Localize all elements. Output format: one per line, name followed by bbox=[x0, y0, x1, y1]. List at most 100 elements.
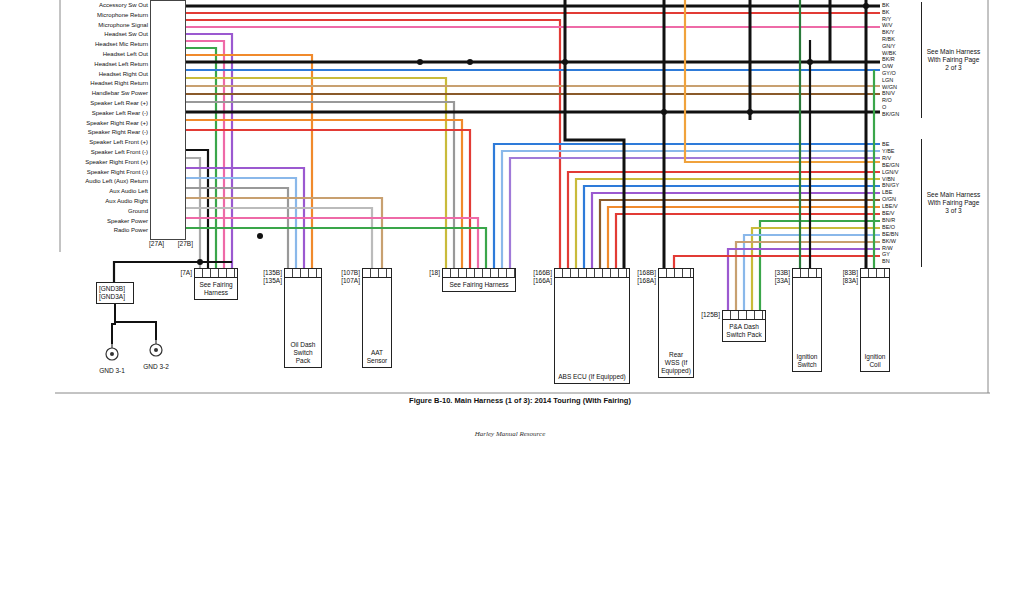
connector-ids: [27A][27B] bbox=[149, 240, 193, 247]
wire-color-code: BK bbox=[882, 9, 889, 15]
component-name: ABS ECU (If Equipped) bbox=[555, 370, 629, 383]
circuit-name: Handlebar Sw Power bbox=[62, 89, 148, 97]
wire-color-code: BE/BN bbox=[882, 231, 899, 237]
circuit-name: Headset Left Out bbox=[62, 50, 148, 58]
connector-housing: [33B][33A]Ignition Switch bbox=[792, 268, 822, 372]
wire-color-code: BN/R bbox=[882, 217, 895, 223]
ground-connector: [GND3B][GND3A] bbox=[96, 282, 134, 304]
wire-color-code: O/GN bbox=[882, 196, 896, 202]
harness-bracket: See Main Harness With Fairing Page 3 of … bbox=[921, 139, 985, 267]
pin-strip bbox=[723, 311, 765, 320]
circuit-name: Speaker Left Rear (-) bbox=[62, 109, 148, 117]
connector-housing: [83B][83A]Ignition Coil bbox=[860, 268, 890, 372]
circuit-name: Headset Sw Out bbox=[62, 30, 148, 38]
wire-color-code: R/BK bbox=[882, 36, 895, 42]
wire-color-code: BK/Y bbox=[882, 29, 895, 35]
wire-color-code: R/W bbox=[882, 245, 893, 251]
pin-strip bbox=[659, 269, 693, 278]
circuit-name: Speaker Right Rear (-) bbox=[62, 128, 148, 136]
harness-bracket: See Main Harness With Fairing Page 2 of … bbox=[921, 2, 985, 118]
connector-id: [168B] bbox=[637, 269, 656, 276]
wire-color-code: R/V bbox=[882, 155, 891, 161]
connector-id: [33A] bbox=[775, 277, 790, 284]
connector-housing: [166B][166A]ABS ECU (If Equipped) bbox=[554, 268, 630, 384]
wire-color-code: BE/O bbox=[882, 224, 895, 230]
pin-strip bbox=[861, 269, 889, 278]
connector-housing: [7A]See Fairing Harness bbox=[194, 268, 238, 300]
circuit-name: Speaker Left Rear (+) bbox=[62, 99, 148, 107]
wire-color-code: BE bbox=[882, 141, 889, 147]
connector-id: [83A] bbox=[843, 277, 858, 284]
ground-point: GND 3-1 bbox=[92, 344, 132, 374]
wire-color-code: LGN/V bbox=[882, 169, 899, 175]
wire-color-code: LBE bbox=[882, 189, 892, 195]
ground-symbol bbox=[136, 340, 176, 360]
wire-color-code: BK bbox=[882, 2, 889, 8]
connector-column: [27A][27B] bbox=[150, 0, 186, 240]
circuit-name: Aux Audio Left bbox=[62, 187, 148, 195]
connector-id: [7A] bbox=[180, 269, 192, 276]
figure-caption: Figure B-10. Main Harness (1 of 3): 2014… bbox=[300, 396, 740, 405]
wire-color-code: GY bbox=[882, 251, 890, 257]
connector-id: [166B] bbox=[533, 269, 552, 276]
connector-id: [GND3B] bbox=[99, 285, 131, 293]
ground-label: GND 3-2 bbox=[136, 363, 176, 370]
circuit-name: Headset Right Out bbox=[62, 70, 148, 78]
component-name: Ignition Switch bbox=[793, 350, 821, 371]
circuit-name: Headset Right Return bbox=[62, 79, 148, 87]
connector-id: [135B] bbox=[263, 269, 282, 276]
circuit-name: Speaker Right Rear (+) bbox=[62, 119, 148, 127]
ground-wire bbox=[115, 304, 156, 340]
connector-housing: [18]See Fairing Harness bbox=[442, 268, 516, 292]
connector-id: [125B] bbox=[701, 311, 720, 318]
page-reference: See Main Harness With Fairing Page 2 of … bbox=[925, 48, 982, 72]
connector-id: [33B] bbox=[775, 269, 790, 276]
page-reference: See Main Harness With Fairing Page 3 of … bbox=[925, 191, 982, 215]
wire-color-code: O/W bbox=[882, 63, 893, 69]
connector-id: [107B] bbox=[341, 269, 360, 276]
pin-strip bbox=[443, 269, 515, 278]
connector-housing: [107B][107A]AAT Sensor bbox=[362, 268, 392, 368]
pin-strip bbox=[555, 269, 629, 278]
connector-housing: [135B][135A]Oil Dash Switch Pack bbox=[284, 268, 322, 368]
wire-color-code: V/BN bbox=[882, 176, 895, 182]
circuit-name: Radio Power bbox=[62, 226, 148, 234]
circuit-name: Microphone Return bbox=[62, 11, 148, 19]
connector-id: [18] bbox=[429, 269, 440, 276]
component-name: Rear WSS (If Equipped) bbox=[659, 348, 693, 377]
component-name: Oil Dash Switch Pack bbox=[285, 338, 321, 367]
wire-color-code: BN/GY bbox=[882, 182, 899, 188]
wire-color-code: BK/GN bbox=[882, 111, 899, 117]
component-name: See Fairing Harness bbox=[443, 278, 515, 291]
component-name: Ignition Coil bbox=[861, 350, 889, 371]
ground-point: GND 3-2 bbox=[136, 340, 176, 370]
component-name: See Fairing Harness bbox=[195, 278, 237, 299]
wire-color-code: BK/R bbox=[882, 56, 895, 62]
wire-color-code: BN/V bbox=[882, 90, 895, 96]
wire-color-code: LBE/V bbox=[882, 203, 898, 209]
connector-id: [GND3A] bbox=[99, 293, 131, 301]
wire-color-code: BK/W bbox=[882, 238, 896, 244]
ground-label: GND 3-1 bbox=[92, 367, 132, 374]
ground-symbol bbox=[92, 344, 132, 364]
circuit-name: Headset Left Return bbox=[62, 60, 148, 68]
connector-id: [83B] bbox=[843, 269, 858, 276]
connector-id: [135A] bbox=[263, 277, 282, 284]
wire-color-code: BE/GN bbox=[882, 162, 899, 168]
circuit-name: Microphone Signal bbox=[62, 21, 148, 29]
wire-color-code: R/Y bbox=[882, 16, 891, 22]
wire-color-code: R/O bbox=[882, 97, 892, 103]
watermark: Harley Manual Resource bbox=[440, 430, 580, 438]
circuit-name: Speaker Left Front (+) bbox=[62, 138, 148, 146]
connector-id: [168A] bbox=[637, 277, 656, 284]
wire-color-code: LGN bbox=[882, 77, 893, 83]
circuit-name: Audio Left (Aux) Return bbox=[62, 177, 148, 185]
wire-color-code: W/BK bbox=[882, 50, 896, 56]
connector-id: [107A] bbox=[341, 277, 360, 284]
wire-color-code: BE/V bbox=[882, 210, 895, 216]
pin-strip bbox=[363, 269, 391, 278]
circuit-name: Speaker Right Front (-) bbox=[62, 168, 148, 176]
wire-color-code: Y/BE bbox=[882, 148, 895, 154]
wire-color-code: O bbox=[882, 104, 886, 110]
pin-strip bbox=[793, 269, 821, 278]
